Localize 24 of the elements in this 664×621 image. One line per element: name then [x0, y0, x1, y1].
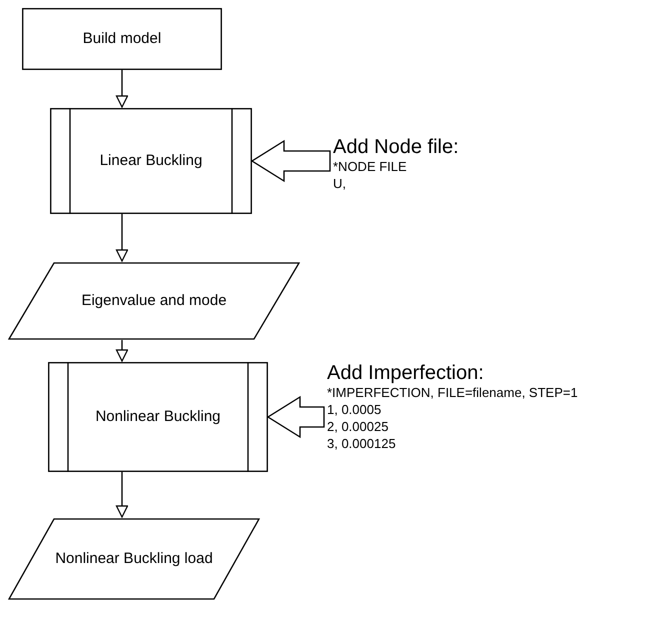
- note-heading: Add Node file:: [333, 136, 460, 158]
- arrow: [116, 340, 128, 362]
- code-line: *IMPERFECTION, FILE=filename, STEP=1: [327, 384, 579, 401]
- arrow: [116, 70, 128, 108]
- subprocess-box: [50, 108, 252, 214]
- subprocess-box: [48, 362, 268, 472]
- node-label: Nonlinear Buckling: [95, 406, 221, 427]
- code-line: *NODE FILE: [333, 158, 408, 175]
- arrow: [116, 214, 128, 262]
- node-label: Eigenvalue and mode: [81, 290, 227, 311]
- node-label: Nonlinear Buckling load: [55, 548, 213, 569]
- node-label: Build model: [82, 28, 162, 49]
- arrow: [116, 472, 128, 518]
- note-heading: Add Imperfection:: [327, 362, 485, 384]
- node-label: Linear Buckling: [100, 150, 202, 171]
- block-arrow: [266, 396, 325, 438]
- code-line: 1, 0.0005: [327, 401, 382, 418]
- code-line: 3, 0.000125: [327, 435, 397, 452]
- data-parallelogram: [8, 262, 300, 340]
- code-line: 2, 0.00025: [327, 418, 390, 435]
- code-line: U,: [333, 175, 347, 192]
- data-parallelogram: [8, 518, 260, 600]
- block-arrow: [250, 140, 331, 182]
- process-box: [22, 8, 222, 70]
